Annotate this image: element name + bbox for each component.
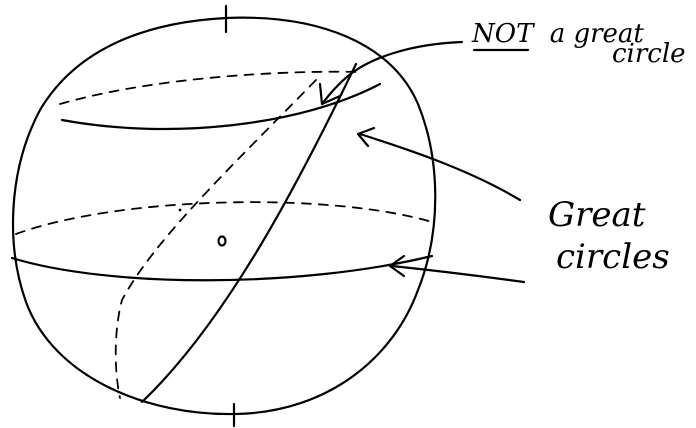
- center-point: [217, 235, 227, 247]
- label-great-line2: circles: [556, 237, 670, 277]
- tilted-great-circle-back: [114, 79, 317, 399]
- center-dot-small: [178, 208, 182, 212]
- tilted-great-circle-front: [140, 62, 358, 404]
- arrow-great-circles-lower: [390, 264, 526, 284]
- arrow-great-circles-upper: [358, 132, 522, 202]
- label-not-emphasis: NOT: [471, 19, 535, 49]
- svg-text:NOT a great: NOT a great: [471, 19, 644, 49]
- arrow-not-great-circle-head: [318, 82, 342, 106]
- arrow-great-circles-upper-head: [356, 126, 376, 148]
- small-circle-front: [60, 82, 382, 131]
- label-great-line1: Great: [548, 195, 646, 235]
- label-not-rest: a great: [550, 19, 645, 49]
- arrow-not-great-circle: [320, 40, 464, 106]
- equator-back: [15, 201, 433, 235]
- sphere-outline: [11, 16, 437, 416]
- label-great-circles: Great circles: [548, 195, 670, 277]
- label-not-great-circle: NOT a great circle: [471, 19, 686, 69]
- arrow-great-circles-lower-head: [388, 254, 406, 278]
- small-circle-back: [59, 70, 361, 105]
- label-not-line2: circle: [612, 39, 686, 69]
- equator-front: [10, 254, 434, 282]
